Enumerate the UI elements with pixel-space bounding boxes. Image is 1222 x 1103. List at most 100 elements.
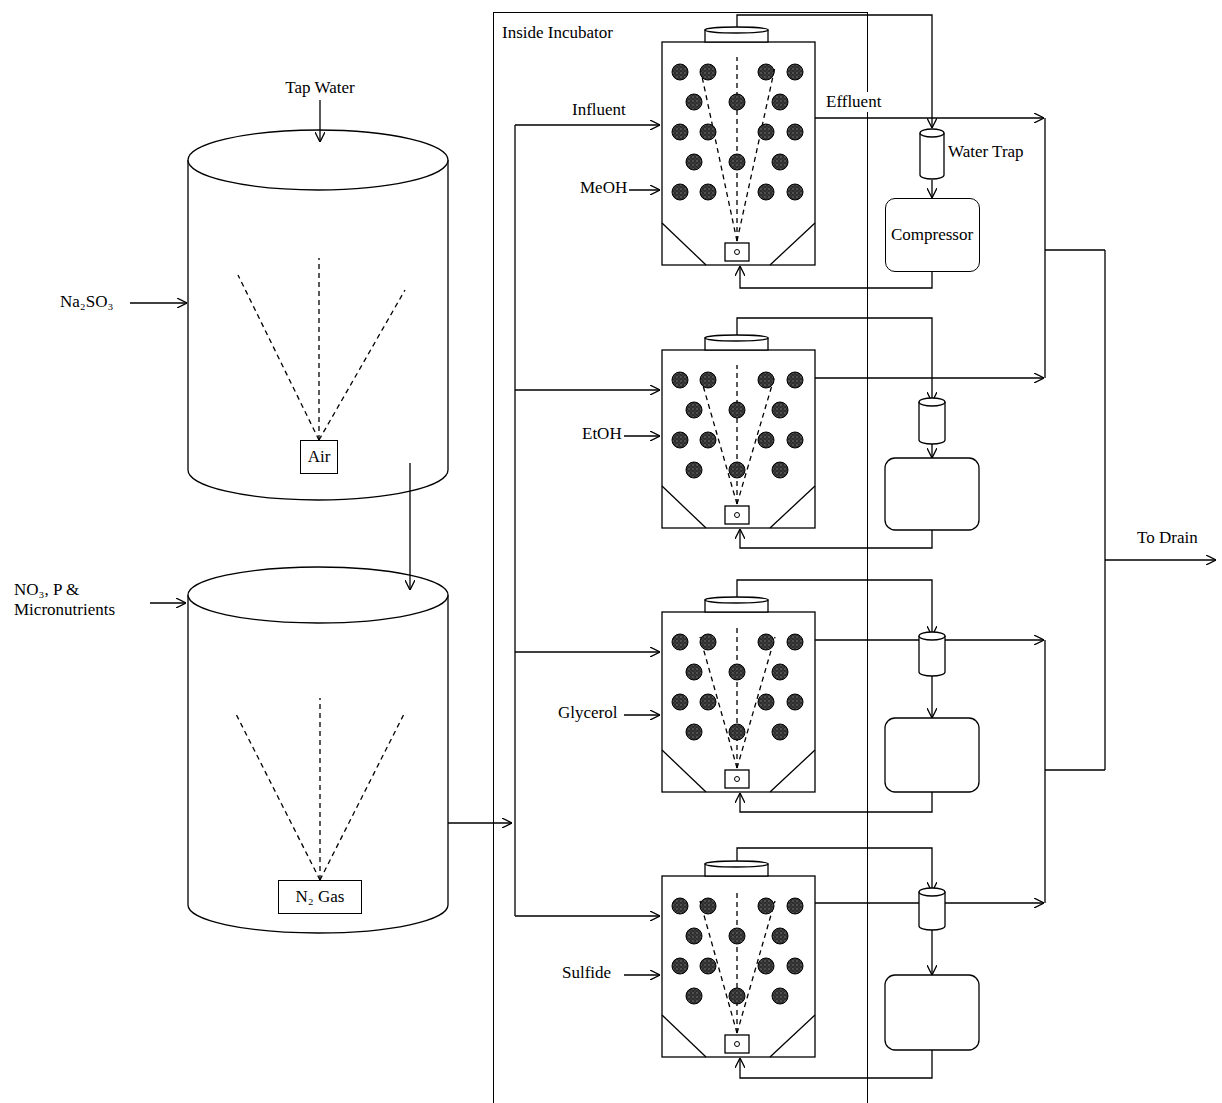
biocarrier	[672, 898, 688, 914]
biocarrier	[672, 694, 688, 710]
gas-bubbles	[700, 637, 737, 768]
biocarrier	[672, 64, 688, 80]
compressor-box	[885, 718, 979, 792]
biocarrier	[700, 372, 716, 388]
effluent-arrow	[815, 117, 1044, 118]
reactor-lid	[705, 861, 768, 867]
biocarrier	[700, 124, 716, 140]
biocarrier	[729, 664, 745, 680]
biocarrier	[787, 634, 803, 650]
reactor-lid	[705, 27, 768, 33]
tap-water-arrow	[319, 100, 320, 142]
water-trap	[919, 632, 945, 640]
hopper-wall	[662, 750, 706, 792]
diffuser	[725, 770, 749, 788]
gas-line	[737, 15, 932, 128]
hopper-wall	[662, 223, 706, 265]
biocarrier	[700, 64, 716, 80]
biocarrier	[700, 184, 716, 200]
gas-recirculation	[740, 1050, 932, 1078]
manifold-pipe	[514, 125, 515, 916]
node-label: Air	[308, 447, 331, 467]
influent-manifold	[515, 125, 516, 916]
hopper-wall	[770, 750, 815, 792]
feed-tanks	[130, 100, 512, 933]
water-trap	[919, 128, 945, 180]
water-trap	[885, 398, 979, 530]
influent-arrow	[515, 915, 660, 916]
feed-arrow	[448, 822, 512, 823]
carbon-source-label: Glycerol	[556, 703, 619, 723]
water-trap	[919, 888, 945, 896]
carbon-source-label: Sulfide	[560, 963, 613, 983]
biocarrier	[729, 154, 745, 170]
hopper-wall	[770, 486, 815, 528]
biocarrier	[787, 372, 803, 388]
drain-pipe	[1045, 769, 1105, 770]
biocarrier	[686, 462, 702, 478]
hopper-wall	[662, 486, 706, 528]
biocarrier	[758, 372, 774, 388]
stream-label: Influent	[570, 100, 628, 120]
reactor	[515, 15, 1044, 288]
water-trap	[885, 888, 979, 1050]
biocarrier	[772, 154, 788, 170]
biocarrier	[729, 462, 745, 478]
dosing-arrow	[130, 302, 187, 303]
trap-outlet-arrow	[931, 676, 932, 718]
biocarrier	[758, 694, 774, 710]
effluent-arrow	[815, 377, 1044, 378]
incubator-boundary: Inside Incubator	[493, 12, 868, 1103]
tank-top	[188, 567, 448, 623]
water-trap	[920, 133, 944, 179]
biocarrier	[729, 928, 745, 944]
biocarrier	[772, 724, 788, 740]
biocarrier	[686, 988, 702, 1004]
stream-label: Effluent	[824, 92, 883, 112]
gas-bubbles	[700, 67, 737, 241]
biocarrier	[686, 928, 702, 944]
aeration-bubbles	[319, 290, 405, 440]
biocarrier	[729, 724, 745, 740]
gas-line	[737, 318, 932, 402]
biocarrier	[672, 958, 688, 974]
trap-outlet-arrow	[931, 444, 932, 458]
biocarrier	[672, 634, 688, 650]
gas-bubbles	[737, 637, 775, 768]
diffuser	[725, 1035, 749, 1053]
biocarrier	[787, 432, 803, 448]
water-trap	[919, 402, 945, 444]
drain-pipe	[1104, 250, 1105, 770]
compressor-box: Compressor	[885, 198, 980, 272]
biocarrier	[700, 634, 716, 650]
gas-recirculation	[740, 792, 932, 812]
reactor-lid	[705, 335, 768, 341]
biocarrier	[772, 928, 788, 944]
biocarrier	[758, 124, 774, 140]
water-trap	[919, 398, 945, 406]
sparging-bubbles	[319, 698, 320, 880]
biocarrier	[686, 664, 702, 680]
hopper-wall	[770, 223, 815, 265]
water-trap	[919, 636, 945, 676]
gas-bubbles	[737, 901, 775, 1033]
influent-arrow	[515, 124, 660, 125]
biocarrier	[700, 898, 716, 914]
carbon-dose-arrow	[624, 435, 660, 436]
biocarrier	[686, 154, 702, 170]
biocarrier	[758, 64, 774, 80]
diffuser-box: Air	[300, 440, 338, 474]
biocarrier	[772, 402, 788, 418]
chemical-label: NO₃, P & Micronutrients	[12, 580, 146, 619]
biocarrier	[729, 94, 745, 110]
biocarrier	[787, 184, 803, 200]
water-trap	[885, 632, 979, 792]
gas-bubbles	[737, 375, 775, 504]
aeration-bubbles	[318, 258, 319, 440]
influent-arrow	[515, 389, 660, 390]
trap-outlet-arrow	[931, 930, 932, 975]
compressor-box	[885, 975, 979, 1050]
biocarrier	[758, 898, 774, 914]
